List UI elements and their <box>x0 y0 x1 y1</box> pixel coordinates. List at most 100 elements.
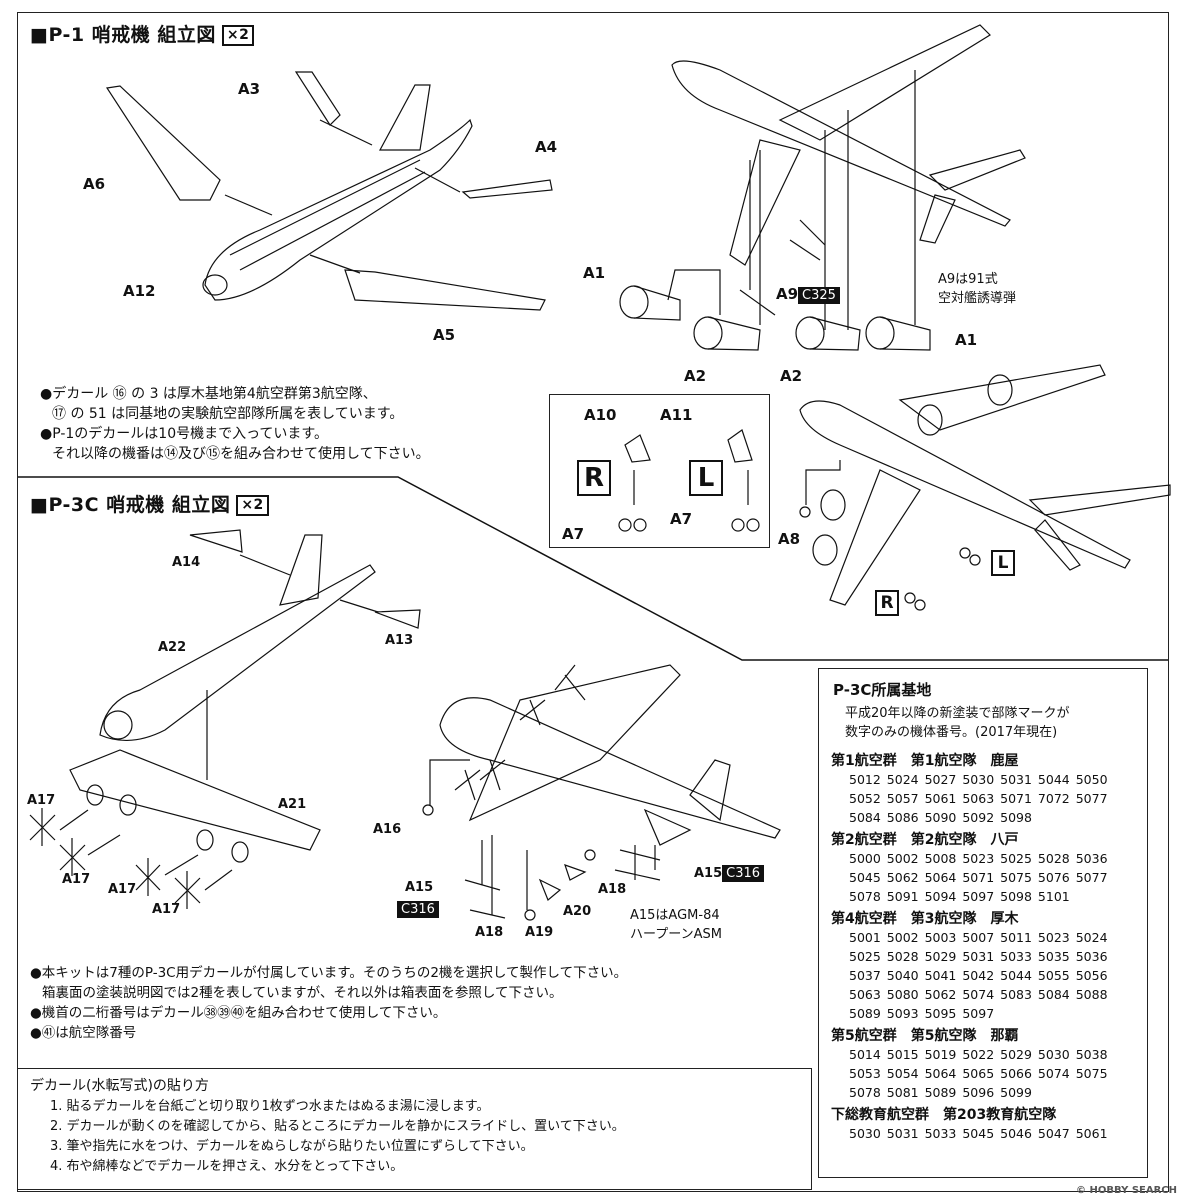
label-a15-left: A15 <box>405 880 434 895</box>
c316-badge-right: C316 <box>722 865 765 882</box>
label-a14: A14 <box>172 555 201 570</box>
decal-heading: デカール(水転写式)の貼り方 <box>30 1078 209 1094</box>
a15-note-line-1: A15はAGM-84 <box>630 908 720 923</box>
label-a15-right: A15 <box>694 866 723 881</box>
group-row: 5030 5031 5033 5045 5046 5047 5061 <box>849 1126 1108 1141</box>
decal-step: 3. 筆や指先に水をつけ、デカールをぬらしながら貼りたい位置にずらして下さい。 <box>50 1139 534 1154</box>
a15-note: A15はAGM-84 ハープーンASM <box>630 906 722 944</box>
bases-title: P-3C所属基地 <box>833 681 932 699</box>
label-a7-left: A7 <box>670 510 693 528</box>
label-a1-right: A1 <box>955 331 978 349</box>
a9-note-line-1: A9は91式 <box>938 272 998 287</box>
group-row: 5052 5057 5061 5063 5071 7072 5077 <box>849 791 1108 806</box>
group-row: 5012 5024 5027 5030 5031 5044 5050 <box>849 772 1108 787</box>
a10-part <box>624 434 651 463</box>
p1-notes: ●デカール ⑯ の 3 は厚木基地第4航空群第3航空隊、 ⑰ の 51 は同基地… <box>40 384 430 464</box>
group-row: 5000 5002 5008 5023 5025 5028 5036 <box>849 851 1108 866</box>
right-side-badge-small: R <box>875 590 899 616</box>
p3c-section-title: ■P-3C 哨戒機 組立図×2 <box>30 490 269 517</box>
group-row: 5063 5080 5062 5074 5083 5084 5088 <box>849 987 1108 1002</box>
p1-stabilizer-part <box>294 71 341 126</box>
p3c-assembled-aircraft <box>439 664 781 846</box>
p1-engine-4 <box>865 316 895 350</box>
gear-detail-box <box>549 394 770 548</box>
c316-badge-left: C316 <box>397 901 439 918</box>
p3c-note-1: ●本キットは7種のP-3C用デカールが付属しています。そのうちの2機を選択して製… <box>30 965 628 981</box>
watermark: © HOBBY SEARCH <box>1076 1185 1177 1196</box>
group-row: 5037 5040 5041 5042 5044 5055 5056 <box>849 968 1108 983</box>
p1-title-text: ■P-1 哨戒機 組立図 <box>30 24 216 46</box>
label-a17-4: A17 <box>152 902 181 917</box>
label-a17-1: A17 <box>27 793 56 808</box>
p1-engine-1 <box>619 285 649 319</box>
label-a16: A16 <box>373 822 402 837</box>
bases-desc-2: 数字のみの機体番号。(2017年現在) <box>845 725 1058 740</box>
label-a18-left: A18 <box>475 925 504 940</box>
p3c-propellers <box>29 808 201 909</box>
label-a5: A5 <box>433 326 456 344</box>
group-row: 5089 5093 5095 5097 <box>849 1006 995 1021</box>
p1-multiplier-badge: ×2 <box>221 25 255 46</box>
a9-note-line-2: 空対艦誘導弾 <box>938 291 1017 306</box>
label-a12: A12 <box>123 282 156 300</box>
label-a1-left: A1 <box>583 264 606 282</box>
group-row: 5001 5002 5003 5007 5011 5023 5024 <box>849 930 1108 945</box>
p3c-notes: ●本キットは7種のP-3C用デカールが付属しています。そのうちの2機を選択して製… <box>30 963 627 1043</box>
p1-note-1: ●デカール ⑯ の 3 は厚木基地第4航空群第3航空隊、 <box>40 386 377 402</box>
p1-tailplane-part <box>461 179 553 199</box>
decal-step: 1. 貼るデカールを台紙ごと切り取り1枚ずつ水またはぬるま湯に浸します。 <box>50 1099 490 1114</box>
right-side-badge: R <box>577 460 611 496</box>
label-a11: A11 <box>660 406 693 424</box>
label-a20: A20 <box>563 904 592 919</box>
group-row: 5053 5054 5064 5065 5066 5074 5075 <box>849 1066 1108 1081</box>
label-a2-left: A2 <box>684 367 707 385</box>
label-a17-2: A17 <box>62 872 91 887</box>
label-a10: A10 <box>584 406 617 424</box>
p1-underside-aircraft <box>671 24 1026 266</box>
c316-badge-left-wrap: C316 <box>397 898 439 918</box>
p3c-multiplier-badge: ×2 <box>236 495 269 516</box>
p1-engine-3 <box>795 316 825 350</box>
a15-note-line-2: ハープーンASM <box>630 927 722 942</box>
decal-step: 2. デカールが動くのを確認してから、貼るところにデカールを静かにスライドし、置… <box>50 1119 625 1134</box>
group-row: 5025 5028 5029 5031 5033 5035 5036 <box>849 949 1108 964</box>
p1-exploded-aircraft <box>202 84 473 301</box>
group-row: 5014 5015 5019 5022 5029 5030 5038 <box>849 1047 1108 1062</box>
p3c-bases-box: P-3C所属基地 平成20年以降の新塗装で部隊マークが 数字のみの機体番号。(2… <box>818 668 1148 1178</box>
page-frame <box>17 12 1169 1192</box>
p1-section-title: ■P-1 哨戒機 組立図×2 <box>30 20 255 47</box>
label-a8: A8 <box>778 530 801 548</box>
group-row: 5084 5086 5090 5092 5098 <box>849 810 1032 825</box>
group-row: 5078 5091 5094 5097 5098 5101 <box>849 889 1070 904</box>
decal-instructions-box: デカール(水転写式)の貼り方 1. 貼るデカールを台紙ごと切り取り1枚ずつ水また… <box>17 1068 812 1190</box>
p1-wing-right-part <box>344 269 546 311</box>
p3c-wing <box>69 749 321 863</box>
group-heading: 下総教育航空群 第203教育航空隊 <box>831 1107 1057 1123</box>
bases-desc-1: 平成20年以降の新塗装で部隊マークが <box>845 706 1070 721</box>
p3c-stabilizer-left <box>189 529 243 553</box>
label-a18-right: A18 <box>598 882 627 897</box>
left-side-badge: L <box>689 460 723 496</box>
a7-wheel-l1 <box>731 518 745 532</box>
group-heading: 第4航空群 第3航空隊 厚木 <box>831 911 1019 927</box>
group-row: 5078 5081 5089 5096 5099 <box>849 1085 1032 1100</box>
decal-step: 4. 布や綿棒などでデカールを押さえ、水分をとって下さい。 <box>50 1159 404 1174</box>
p1-note-2: ⑰ の 51 は同基地の実験航空部隊所属を表しています。 <box>52 406 404 422</box>
p3c-fuselage <box>99 534 376 742</box>
p3c-note-4: ●㊶は航空隊番号 <box>30 1025 137 1041</box>
label-a2-right: A2 <box>780 367 803 385</box>
label-a22: A22 <box>158 640 187 655</box>
p3c-stabilizer-right <box>374 609 421 629</box>
label-a13: A13 <box>385 633 414 648</box>
label-a3: A3 <box>238 80 261 98</box>
label-a21: A21 <box>278 797 307 812</box>
a9-note: A9は91式 空対艦誘導弾 <box>938 270 1016 308</box>
p1-engine-2 <box>693 316 723 350</box>
p1-note-3: ●P-1のデカールは10号機まで入っています。 <box>40 426 329 442</box>
label-a7-right: A7 <box>562 525 585 543</box>
a7-wheel-r1 <box>618 518 632 532</box>
group-heading: 第1航空群 第1航空隊 鹿屋 <box>831 753 1019 769</box>
p1-note-4: それ以降の機番は⑭及び⑮を組み合わせて使用して下さい。 <box>52 446 430 462</box>
